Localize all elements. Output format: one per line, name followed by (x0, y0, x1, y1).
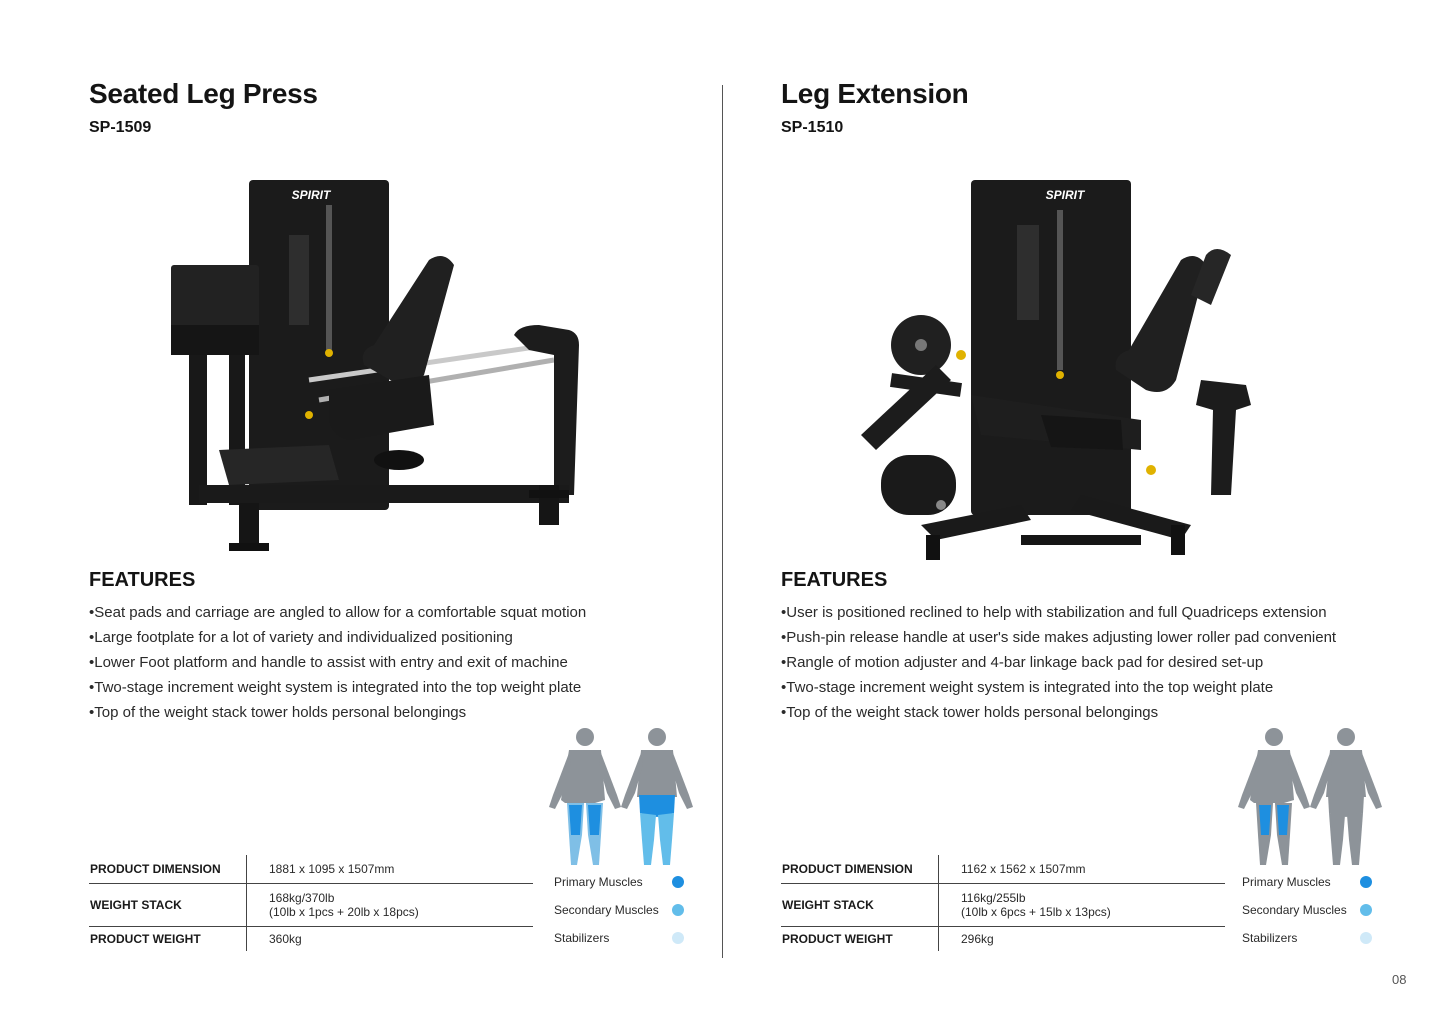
legend-item: Stabilizers (554, 924, 684, 952)
spec-row: PRODUCT DIMENSION 1162 x 1562 x 1507mm (781, 855, 1225, 884)
legend-item: Primary Muscles (1242, 868, 1372, 896)
muscle-legend: Primary Muscles Secondary Muscles Stabil… (554, 868, 684, 952)
feature-item: •Push-pin release handle at user's side … (781, 629, 1337, 646)
features-list: •User is positioned reclined to help wit… (781, 600, 1336, 725)
leg-press-machine-image: SPIRIT (171, 180, 579, 551)
spec-row: PRODUCT WEIGHT 360kg (89, 926, 533, 951)
spec-row: PRODUCT DIMENSION 1881 x 1095 x 1507mm (89, 855, 533, 884)
feature-item: •Large footplate for a lot of variety an… (89, 629, 513, 646)
secondary-muscle-dot (672, 904, 684, 916)
primary-muscle-dot (1360, 876, 1372, 888)
legend-label: Primary Muscles (1242, 875, 1331, 889)
primary-muscle-dot (672, 876, 684, 888)
spec-value: 360kg (246, 926, 533, 951)
feature-item: •Rangle of motion adjuster and 4-bar lin… (781, 654, 1264, 671)
spec-row: WEIGHT STACK 168kg/370lb(10lb x 1pcs + 2… (89, 883, 533, 927)
feature-item: •Top of the weight stack tower holds per… (781, 704, 1159, 721)
spec-value: 1162 x 1562 x 1507mm (938, 855, 1225, 884)
product-title: Leg Extension (781, 78, 969, 109)
legend-label: Primary Muscles (554, 875, 643, 889)
muscle-anatomy-figure (549, 728, 693, 865)
features-heading: FEATURES (89, 569, 196, 591)
product-title: Seated Leg Press (89, 78, 318, 109)
spec-value: 116kg/255lb(10lb x 6pcs + 15lb x 13pcs) (938, 883, 1225, 927)
muscle-anatomy-figure (1238, 728, 1382, 865)
product-leg-extension: Leg Extension SP-1510 SPIRIT FEATU (781, 0, 1401, 1022)
legend-item: Stabilizers (1242, 924, 1372, 952)
brand-logo: SPIRIT (292, 188, 332, 202)
spec-label: WEIGHT STACK (89, 883, 247, 927)
column-divider (722, 85, 723, 958)
product-model: SP-1510 (781, 119, 844, 136)
feature-item: •User is positioned reclined to help wit… (781, 604, 1327, 621)
feature-item: •Lower Foot platform and handle to assis… (89, 654, 568, 671)
feature-item: •Seat pads and carriage are angled to al… (89, 604, 587, 621)
legend-item: Primary Muscles (554, 868, 684, 896)
stabilizer-dot (672, 932, 684, 944)
legend-label: Secondary Muscles (1242, 903, 1347, 917)
spec-value: 1881 x 1095 x 1507mm (246, 855, 533, 884)
feature-item: •Two-stage increment weight system is in… (89, 679, 582, 696)
product-seated-leg-press: Seated Leg Press SP-1509 SPIRIT FEATURES… (89, 0, 709, 1022)
secondary-muscle-dot (1360, 904, 1372, 916)
leg-extension-machine-image: SPIRIT (861, 180, 1251, 560)
product-model: SP-1509 (89, 119, 152, 136)
legend-label: Stabilizers (1242, 931, 1298, 945)
spec-row: PRODUCT WEIGHT 296kg (781, 926, 1225, 951)
spec-label: PRODUCT WEIGHT (782, 932, 893, 946)
stabilizer-dot (1360, 932, 1372, 944)
spec-row: WEIGHT STACK 116kg/255lb(10lb x 6pcs + 1… (781, 883, 1225, 927)
spec-value: 168kg/370lb(10lb x 1pcs + 20lb x 18pcs) (246, 883, 533, 927)
spec-table: PRODUCT DIMENSION 1881 x 1095 x 1507mm W… (89, 855, 533, 951)
spec-label: PRODUCT WEIGHT (90, 932, 201, 946)
muscle-legend: Primary Muscles Secondary Muscles Stabil… (1242, 868, 1372, 952)
spec-table: PRODUCT DIMENSION 1162 x 1562 x 1507mm W… (781, 855, 1225, 951)
features-heading: FEATURES (781, 569, 888, 591)
legend-item: Secondary Muscles (1242, 896, 1372, 924)
legend-label: Stabilizers (554, 931, 610, 945)
spec-label: WEIGHT STACK (781, 883, 939, 927)
brand-logo: SPIRIT (1046, 188, 1086, 202)
features-list: •Seat pads and carriage are angled to al… (89, 600, 586, 725)
page-number: 08 (1392, 972, 1407, 987)
spec-label: PRODUCT DIMENSION (781, 855, 939, 884)
spec-value: 296kg (938, 926, 1225, 951)
spec-label: PRODUCT DIMENSION (89, 855, 247, 884)
legend-label: Secondary Muscles (554, 903, 659, 917)
feature-item: •Top of the weight stack tower holds per… (89, 704, 467, 721)
feature-item: •Two-stage increment weight system is in… (781, 679, 1274, 696)
legend-item: Secondary Muscles (554, 896, 684, 924)
